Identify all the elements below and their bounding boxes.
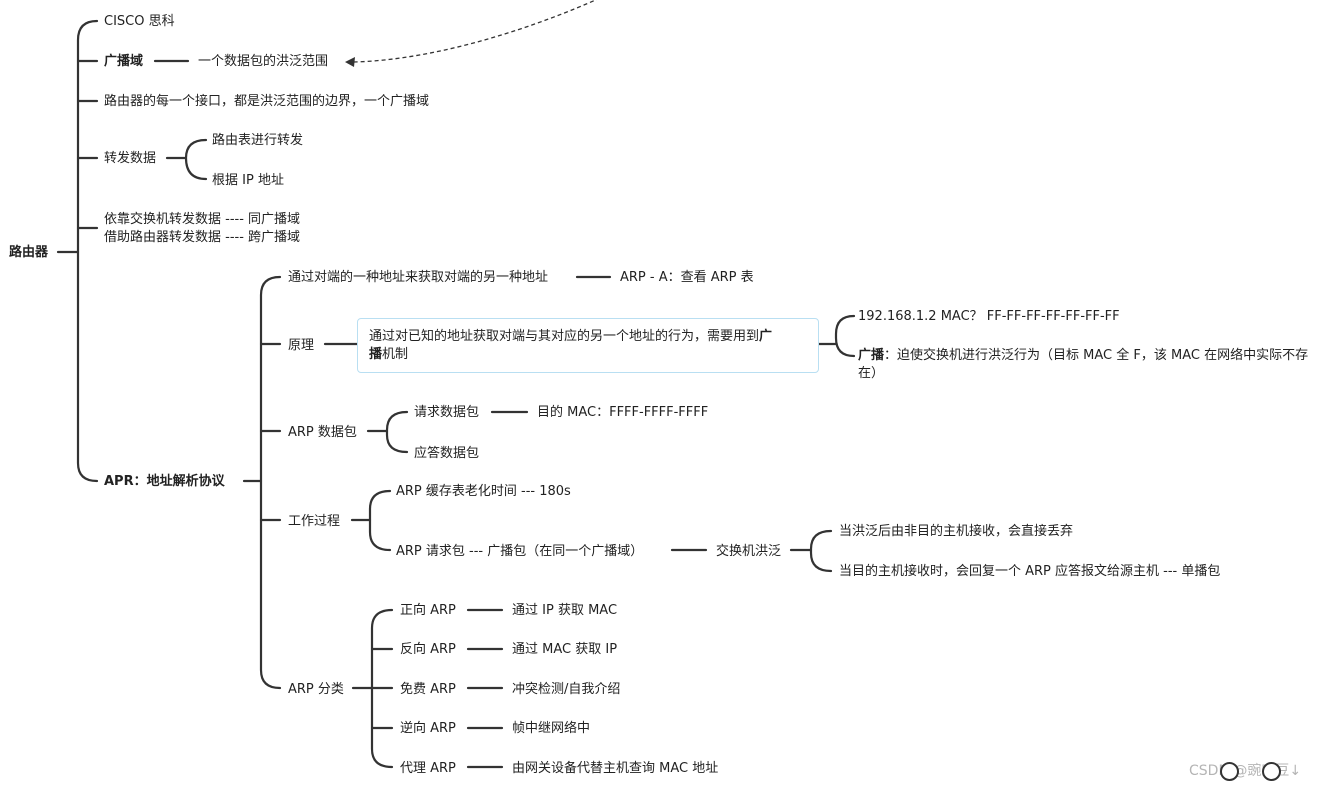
- node-router-forward[interactable]: 借助路由器转发数据 ---- 跨广播域: [104, 230, 301, 245]
- node-inverse-arp-desc[interactable]: 帧中继网络中: [512, 721, 591, 736]
- node-forward-by-table[interactable]: 路由表进行转发: [212, 133, 304, 148]
- node-request-broadcast[interactable]: ARP 请求包 --- 广播包（在同一个广播域）: [396, 544, 644, 559]
- node-reply-packet[interactable]: 应答数据包: [414, 446, 480, 461]
- node-principle-query[interactable]: 192.168.1.2 MAC？ FF-FF-FF-FF-FF-FF-FF: [858, 309, 1120, 324]
- principle-box-text: 通过对已知的地址获取对端与其对应的另一个地址的行为，需要用到广播机制: [369, 328, 809, 364]
- principle-box-text-a: 通过对已知的地址获取对端与其对应的另一个地址的行为，需要用到: [369, 329, 760, 344]
- principle-broadcast-label: 广播: [858, 348, 885, 363]
- node-forward-arp-desc[interactable]: 通过 IP 获取 MAC: [512, 603, 618, 618]
- principle-box[interactable]: 通过对已知的地址获取对端与其对应的另一个地址的行为，需要用到广播机制: [357, 318, 819, 373]
- node-gratuitous-arp[interactable]: 免费 ARP: [400, 682, 456, 697]
- node-cache-aging[interactable]: ARP 缓存表老化时间 --- 180s: [396, 484, 571, 499]
- node-request-packet[interactable]: 请求数据包: [414, 405, 480, 420]
- node-reverse-arp[interactable]: 反向 ARP: [400, 642, 456, 657]
- node-arp[interactable]: APR：地址解析协议: [104, 474, 225, 489]
- node-broadcast-domain-desc[interactable]: 一个数据包的洪泛范围: [198, 54, 329, 69]
- node-workflow[interactable]: 工作过程: [288, 514, 341, 529]
- node-principle-broadcast[interactable]: 广播：迫使交换机进行洪泛行为（目标 MAC 全 F，该 MAC 在网络中实际不存…: [858, 347, 1323, 383]
- principle-broadcast-text: ：迫使交换机进行洪泛行为（目标 MAC 全 F，该 MAC 在网络中实际不存在）: [858, 348, 1309, 381]
- node-principle[interactable]: 原理: [288, 338, 315, 353]
- principle-box-bold-1: 广: [759, 329, 773, 344]
- node-proxy-arp[interactable]: 代理 ARP: [400, 761, 456, 776]
- node-arp-packet[interactable]: ARP 数据包: [288, 425, 357, 440]
- node-inverse-arp[interactable]: 逆向 ARP: [400, 721, 456, 736]
- node-flood-reply[interactable]: 当目的主机接收时，会回复一个 ARP 应答报文给源主机 --- 单播包: [839, 564, 1221, 579]
- node-switch-flood[interactable]: 交换机洪泛: [716, 544, 782, 559]
- node-proxy-arp-desc[interactable]: 由网关设备代替主机查询 MAC 地址: [512, 761, 719, 776]
- principle-box-bold-2: 播: [369, 347, 383, 362]
- node-arp-types[interactable]: ARP 分类: [288, 682, 344, 697]
- cursor-icon: [1220, 762, 1239, 781]
- node-broadcast-domain[interactable]: 广播域: [104, 54, 144, 69]
- node-forward-data[interactable]: 转发数据: [104, 151, 157, 166]
- node-forward-by-ip[interactable]: 根据 IP 地址: [212, 173, 284, 188]
- principle-box-text-b: 机制: [382, 347, 409, 362]
- node-request-dest-mac[interactable]: 目的 MAC：FFFF-FFFF-FFFF: [537, 405, 709, 420]
- node-switch-forward[interactable]: 依靠交换机转发数据 ---- 同广播域: [104, 212, 301, 227]
- node-forward-arp[interactable]: 正向 ARP: [400, 603, 456, 618]
- node-arp-cmd[interactable]: ARP - A：查看 ARP 表: [620, 270, 754, 285]
- node-router-interface[interactable]: 路由器的每一个接口，都是洪泛范围的边界，一个广播域: [104, 94, 430, 109]
- node-gratuitous-arp-desc[interactable]: 冲突检测/自我介绍: [512, 682, 621, 697]
- cursor-icon-2: [1262, 762, 1281, 781]
- root-node[interactable]: 路由器: [9, 245, 49, 260]
- node-reverse-arp-desc[interactable]: 通过 MAC 获取 IP: [512, 642, 618, 657]
- node-arp-intro[interactable]: 通过对端的一种地址来获取对端的另一种地址: [288, 270, 549, 285]
- watermark-text: CSDN @豌宝豆↓: [1189, 763, 1302, 779]
- node-flood-discard[interactable]: 当洪泛后由非目的主机接收，会直接丢弃: [839, 524, 1074, 539]
- node-cisco[interactable]: CISCO 思科: [104, 14, 175, 29]
